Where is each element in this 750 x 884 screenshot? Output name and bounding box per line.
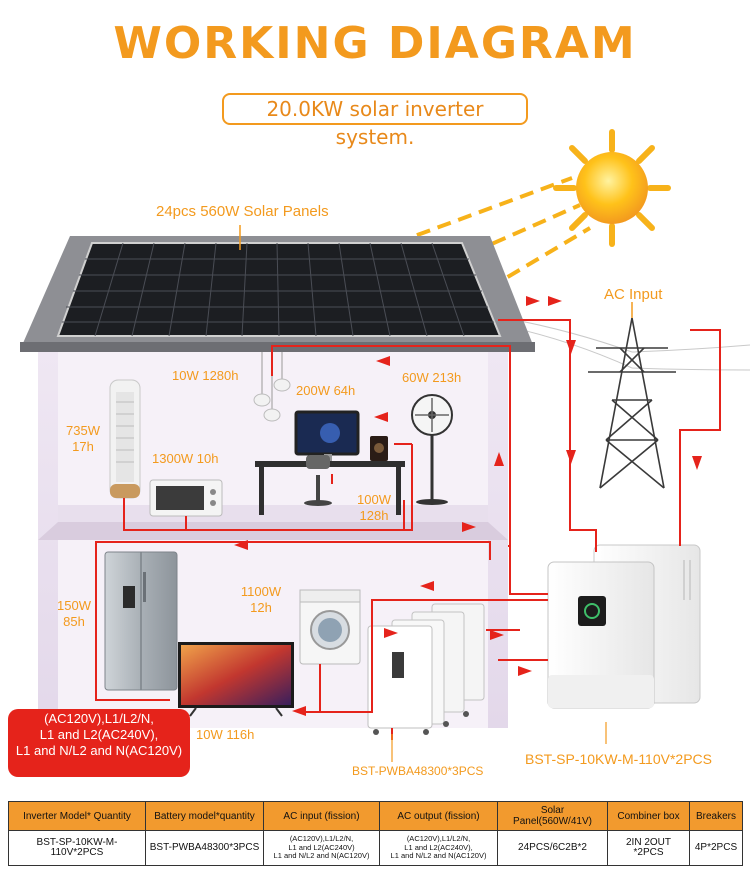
solar-panels-label: 24pcs 560W Solar Panels (156, 203, 329, 220)
sun-icon (553, 129, 671, 247)
cell-ac-output-line2: L1 and L2(AC240V), (404, 842, 473, 852)
ac-output-note-line1: (AC120V),L1/L2/N, (44, 711, 154, 726)
fridge-watt-label: 150W (57, 598, 91, 613)
header-ac-input: AC input (fission) (263, 801, 380, 831)
header-battery-model: Battery model*quantity (145, 801, 264, 831)
cell-solar: 24PCS/6C2B*2 (497, 830, 608, 866)
flow-arrows (234, 296, 702, 716)
inverter-model-label: BST-SP-10KW-M-110V*2PCS (525, 751, 712, 767)
tower-fan-icon (109, 379, 141, 499)
red-wiring (95, 319, 721, 740)
computer-label: 200W 64h (296, 383, 356, 398)
cell-ac-input-line3: L1 and N/L2 and N(AC120V) (273, 851, 370, 861)
standing-fan-label: 60W 213h (402, 370, 462, 385)
battery-stack-icon (367, 603, 485, 735)
desk-computer-icon (255, 410, 405, 515)
washer-watt-label: 1100W (240, 584, 282, 599)
cell-ac-input-line2: L1 and L2(AC240V) (288, 842, 355, 852)
cell-ac-input-line1: (AC120V),L1/L2/N, (289, 834, 354, 844)
ac-output-note-line2: L1 and L2(AC240V), (39, 727, 159, 742)
speaker-hours-label: 128h (359, 508, 389, 523)
transmission-tower-icon (588, 317, 676, 489)
system-subtitle: 20.0KW solar inverter system. (222, 93, 528, 149)
header-inverter-model: Inverter Model* Quantity (8, 801, 146, 831)
refrigerator-icon (104, 551, 178, 691)
speaker-watt-label: 100W (357, 492, 391, 507)
microwave-icon (149, 479, 223, 517)
spec-table: Inverter Model* Quantity Battery model*q… (8, 801, 743, 866)
header-combiner-box: Combiner box (607, 801, 690, 831)
header-solar-panel: Solar Panel(560W/41V) (497, 801, 608, 831)
cell-battery: BST-PWBA48300*3PCS (145, 830, 264, 866)
cell-breakers: 4P*2PCS (689, 830, 743, 866)
ac-output-note: (AC120V),L1/L2/N, L1 and L2(AC240V), L1 … (8, 709, 190, 777)
tv-label: 10W 116h (196, 727, 255, 742)
ac-output-note-line3: L1 and N/L2 and N(AC120V) (15, 743, 183, 758)
washing-machine-icon (299, 589, 361, 665)
microwave-label: 1300W 10h (152, 451, 219, 466)
working-diagram-illustration (20, 129, 750, 762)
spec-table-header-row: Inverter Model* Quantity Battery model*q… (8, 801, 743, 831)
cell-inverter: BST-SP-10KW-M-110V*2PCS (8, 830, 146, 866)
cell-ac-output-line3: L1 and N/L2 and N(AC120V) (390, 851, 487, 861)
lights-label: 10W 1280h (172, 368, 239, 383)
header-ac-output: AC output (fission) (379, 801, 498, 831)
page-title: WORKING DIAGRAM (113, 18, 637, 69)
standing-fan-icon (411, 394, 453, 505)
cell-ac-input: (AC120V),L1/L2/N, L1 and L2(AC240V) L1 a… (263, 830, 380, 866)
inverter-units-icon (547, 544, 701, 709)
tower-fan-watt-label: 735W (66, 423, 100, 438)
cell-combiner: 2IN 2OUT *2PCS (607, 830, 690, 866)
table-row: BST-SP-10KW-M-110V*2PCS BST-PWBA48300*3P… (8, 830, 743, 866)
header-breakers: Breakers (689, 801, 743, 831)
washer-hours-label: 12h (250, 600, 272, 615)
cell-ac-output: (AC120V),L1/L2/N, L1 and L2(AC240V), L1 … (379, 830, 498, 866)
ac-input-label: AC Input (604, 286, 663, 303)
tower-fan-hours-label: 17h (72, 439, 94, 454)
fridge-hours-label: 85h (63, 614, 85, 629)
battery-model-label: BST-PWBA48300*3PCS (352, 764, 484, 778)
solar-panel (56, 242, 502, 337)
television-icon (178, 642, 294, 717)
cell-ac-output-line1: (AC120V),L1/L2/N, (406, 834, 471, 844)
